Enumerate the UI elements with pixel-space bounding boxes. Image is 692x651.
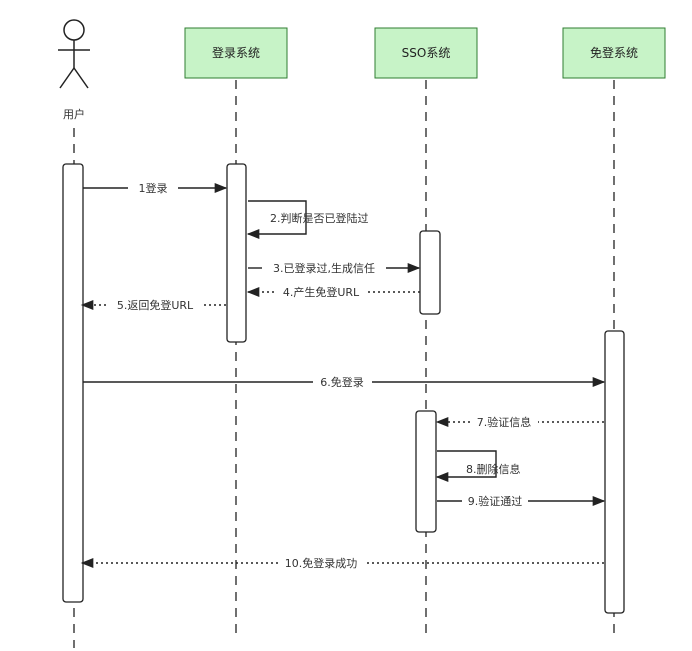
activation-sso-1 [419,230,441,315]
activation-sso-2 [415,410,437,533]
message-1-label: 1登录 [139,181,168,195]
activation-free [604,330,625,614]
actor-user: 用户 [58,19,90,121]
message-4-label: 4.产生免登URL [283,285,360,299]
message-2-label: 2.判断是否已登陆过 [270,211,369,225]
message-8-line [435,450,497,483]
stick-figure-icon [58,19,90,89]
message-6-label: 6.免登录 [320,375,364,389]
activation-user [62,163,84,603]
participant-label: 免登系统 [590,45,638,60]
participant-box [374,27,478,79]
message-5-label: 5.返回免登URL [117,298,194,312]
participant-login-system: 登录系统 [184,27,288,79]
message-7-label: 7.验证信息 [477,415,532,429]
message-3-label: 3.已登录过,生成信任 [273,261,375,275]
message-8-label: 8.删除信息 [466,462,521,476]
participant-label: SSO系统 [402,46,451,60]
participant-free-login-system: 免登系统 [562,27,666,79]
activation-login [226,163,247,343]
participant-label: 登录系统 [212,45,260,60]
message-2-line [246,200,307,240]
message-10-label: 10.免登录成功 [285,556,358,570]
participant-box [184,27,288,79]
actor-label: 用户 [63,107,85,121]
message-9-label: 9.验证通过 [468,494,523,508]
participant-sso-system: SSO系统 [374,27,478,79]
participant-box [562,27,666,79]
